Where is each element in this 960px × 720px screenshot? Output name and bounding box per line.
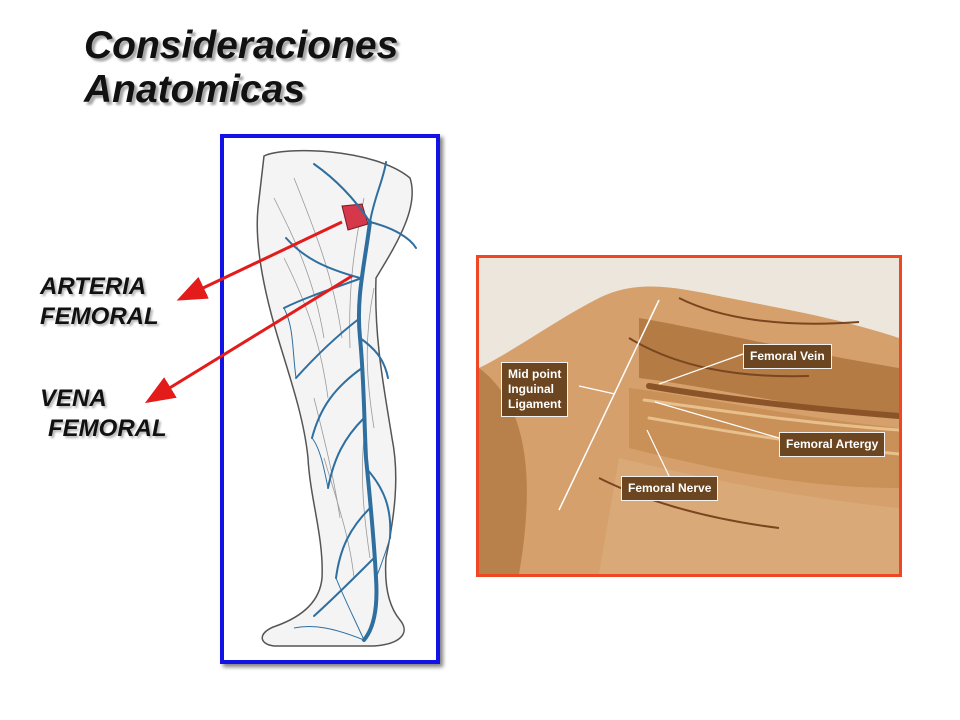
label-arteria-line-2: FEMORAL	[40, 303, 159, 330]
slide-title-line-1: Consideraciones	[84, 24, 399, 67]
callout-midpoint-line-1: Mid point	[508, 367, 562, 381]
label-vena-femoral: VENA FEMORAL	[40, 384, 167, 444]
label-arteria-line-1: ARTERIA	[40, 273, 147, 300]
callout-midpoint-line-2: Inguinal	[508, 382, 554, 396]
slide-title-line-2: Anatomicas	[84, 68, 306, 111]
callout-mid-point-inguinal-ligament: Mid point Inguinal Ligament	[501, 362, 569, 417]
dissection-photo-frame: Mid point Inguinal Ligament Femoral Vein…	[476, 255, 902, 577]
leg-outline	[256, 149, 413, 647]
callout-femoral-nerve: Femoral Nerve	[621, 476, 719, 501]
slide-title: Consideraciones Anatomicas	[84, 24, 398, 112]
label-vena-line-1: VENA	[40, 385, 107, 412]
leg-vein-illustration	[256, 149, 417, 647]
label-arteria-femoral: ARTERIA FEMORAL	[40, 272, 159, 332]
leg-illustration-frame	[220, 134, 440, 664]
callout-midpoint-line-3: Ligament	[508, 397, 562, 411]
callout-femoral-artery: Femoral Artergy	[779, 432, 886, 457]
label-vena-line-2: FEMORAL	[48, 415, 167, 442]
callout-femoral-vein: Femoral Vein	[743, 344, 832, 369]
inguinal-ligament-line	[558, 299, 660, 511]
great-saphenous-vein	[356, 220, 379, 642]
